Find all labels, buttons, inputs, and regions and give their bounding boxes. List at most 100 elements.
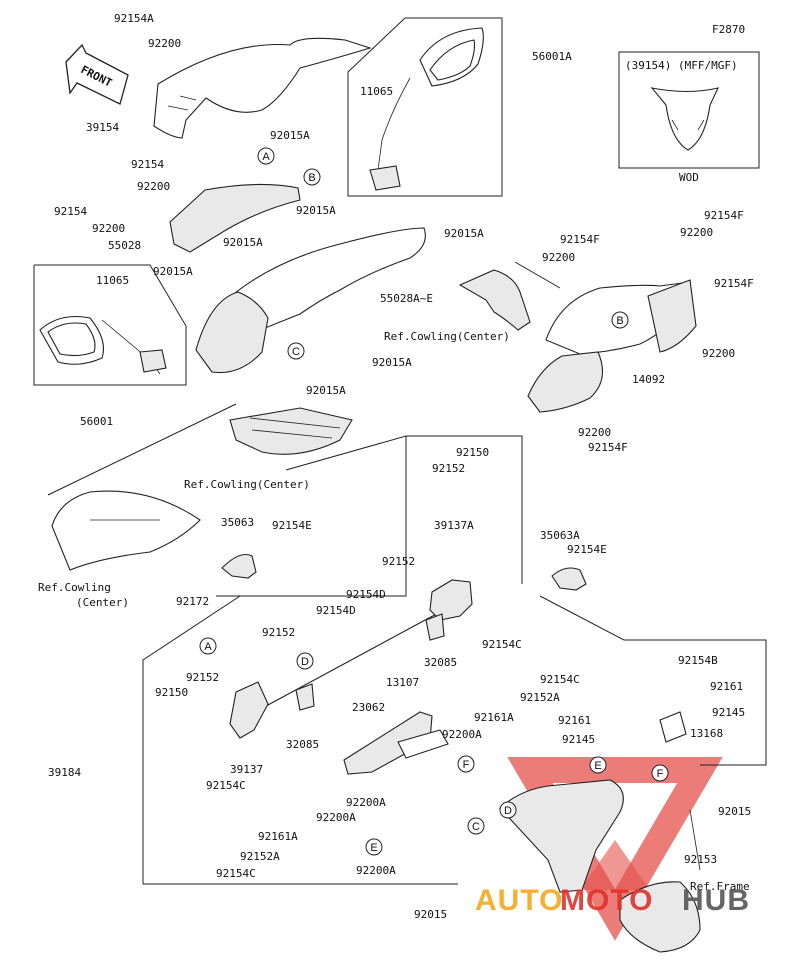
callout-a-lower [199, 637, 217, 655]
part-label: 92154E [272, 519, 312, 532]
ref-cowling-center-part [458, 269, 531, 331]
part-label: 92015 [718, 805, 751, 818]
rod-13107 [254, 611, 441, 713]
part-label: 92015A [223, 236, 263, 249]
part-label: 92015A [444, 227, 484, 240]
part-label: 92200 [702, 347, 735, 360]
part-label: 92150 [456, 446, 489, 459]
callout-e-lower-label: E [370, 842, 377, 854]
front-arrow-icon: FRONT [65, 43, 129, 105]
callout-b-right-label: B [616, 315, 623, 327]
part-label: 39137A [434, 519, 474, 532]
stay-35063 [221, 553, 257, 579]
part-label: 92161 [710, 680, 743, 693]
assembly-frame-39184 [142, 595, 241, 884]
callout-e-frame-label: E [594, 760, 601, 772]
part-label: 92200A [316, 811, 356, 824]
part-label: 11065 [360, 85, 393, 98]
watermark-text: AUTO MOTO HUB [475, 884, 750, 917]
side-cover-14092 [514, 261, 697, 413]
part-label: 92153 [684, 853, 717, 866]
callout-d-frame [499, 801, 517, 819]
part-label: (Center) [76, 596, 129, 609]
upper-cowling-assembly [195, 227, 426, 455]
part-label: 13168 [690, 727, 723, 740]
part-label: 92154F [714, 277, 754, 290]
callout-f-lower-label: F [463, 759, 470, 771]
part-label: 92154F [560, 233, 600, 246]
part-label: Ref.Cowling(Center) [384, 330, 510, 343]
part-label: 92172 [176, 595, 209, 608]
part-label: 92152A [240, 850, 280, 863]
part-label: 55028A~E [380, 292, 433, 305]
part-label: 92200A [442, 728, 482, 741]
callout-f-lower [457, 755, 475, 773]
part-label: 35063 [221, 516, 254, 529]
part-label: 92154F [704, 209, 744, 222]
part-label: 92152 [186, 671, 219, 684]
svg-text:AUTO: AUTO [475, 884, 563, 917]
part-label: 92152 [432, 462, 465, 475]
part-label: Ref.Cowling [38, 581, 111, 594]
stay-35063a [551, 567, 587, 591]
mirror-left-56001 [33, 264, 187, 386]
inset-title: (39154) (MFF/MGF) [625, 59, 738, 72]
part-label: 92200A [346, 796, 386, 809]
mirror-right-56001a [347, 17, 503, 197]
part-label: 39154 [86, 121, 119, 134]
part-label: Ref.Cowling(Center) [184, 478, 310, 491]
callout-e-lower [365, 838, 383, 856]
part-label: 92154 [131, 158, 164, 171]
part-label: 14092 [632, 373, 665, 386]
part-label: 13107 [386, 676, 419, 689]
part-label: 56001A [532, 50, 572, 63]
part-label: 92154E [567, 543, 607, 556]
part-label: 92152 [382, 555, 415, 568]
bracket-39137 [229, 681, 269, 739]
part-label: 11065 [96, 274, 129, 287]
part-label: 92161 [558, 714, 591, 727]
part-labels: 92154A922003915492015A921549220092154922… [38, 12, 754, 921]
part-label: 92145 [562, 733, 595, 746]
part-label: 92015A [270, 129, 310, 142]
part-label: 55028 [108, 239, 141, 252]
part-label: 32085 [286, 738, 319, 751]
callout-c-frame [467, 817, 485, 835]
part-label: 23062 [352, 701, 385, 714]
windscreen-39154 [153, 37, 372, 139]
part-label: 39137 [230, 763, 263, 776]
callout-d-lower [296, 652, 314, 670]
inset-windscreen [650, 87, 719, 151]
part-label: 92154C [540, 673, 580, 686]
part-label: 92200 [542, 251, 575, 264]
ref-cowling-lower-left [51, 490, 201, 571]
part-label: 92152 [262, 626, 295, 639]
callout-a-lower-label: A [204, 641, 212, 653]
part-label: 92154C [216, 867, 256, 880]
diagram-code: F2870 [712, 23, 745, 36]
part-label: 92152A [520, 691, 560, 704]
part-label: 92161A [474, 711, 514, 724]
part-label: 92015 [414, 908, 447, 921]
part-label: 92015A [153, 265, 193, 278]
callout-c-upper [287, 342, 305, 360]
inner-cover-55028 [169, 183, 301, 253]
ref-frame-part [499, 711, 701, 953]
part-label: 35063A [540, 529, 580, 542]
part-label: 92154D [346, 588, 386, 601]
callout-b-left-label: B [308, 172, 315, 184]
part-label: 56001 [80, 415, 113, 428]
part-label: 92154F [588, 441, 628, 454]
part-label: 92200 [148, 37, 181, 50]
part-label: 92154 [54, 205, 87, 218]
variant-inset: (39154) (MFF/MGF) WOD [618, 51, 760, 184]
part-label: 92015A [372, 356, 412, 369]
svg-text:HUB: HUB [682, 884, 750, 917]
callout-c-frame-label: C [472, 821, 480, 833]
part-label: 32085 [424, 656, 457, 669]
part-label: 92200 [137, 180, 170, 193]
part-label: 92154C [206, 779, 246, 792]
callout-d-lower-label: D [301, 656, 309, 668]
callout-c-upper-label: C [292, 346, 300, 358]
